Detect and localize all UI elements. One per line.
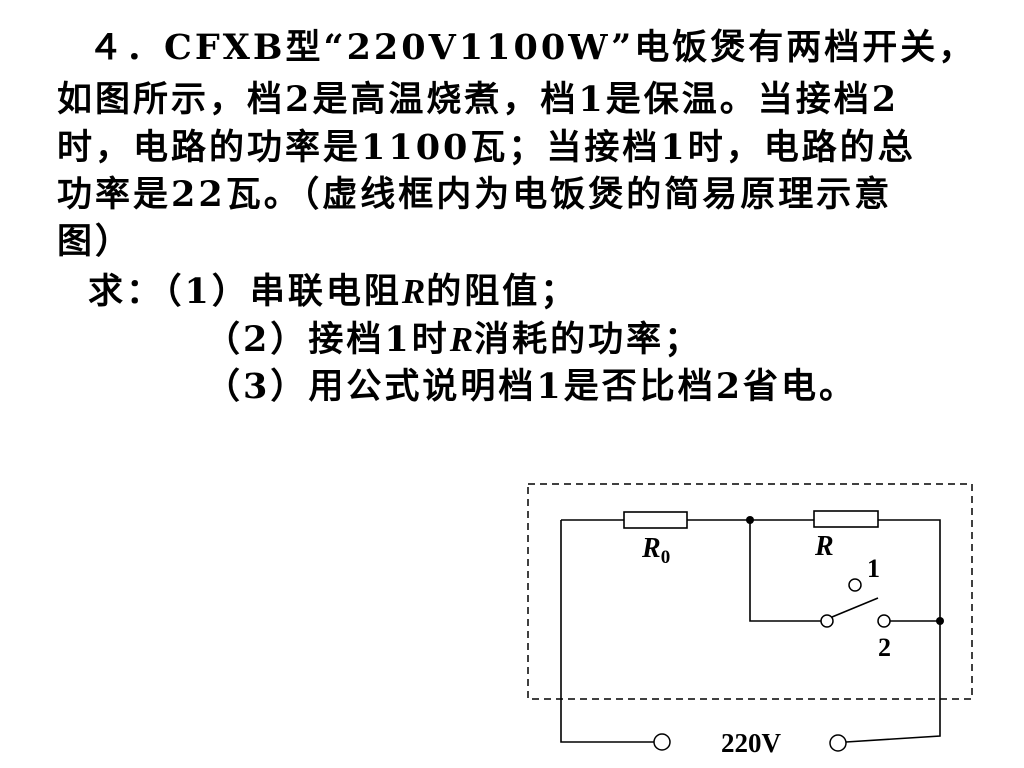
junction-dot bbox=[746, 516, 754, 524]
question-1-variable: R bbox=[401, 272, 427, 311]
problem-line-3: 时，电路的功率是1100瓦；当接档1时，电路的总 bbox=[57, 127, 916, 168]
question-1-text-after: 的阻值； bbox=[426, 271, 579, 312]
terminal-right bbox=[829, 734, 847, 752]
wire-top-right bbox=[878, 519, 941, 621]
switch-blade bbox=[831, 597, 879, 618]
label-r0: R0 bbox=[641, 533, 670, 568]
problem-line-4: 功率是22瓦。（虚线框内为电饭煲的简易原理示意 bbox=[57, 174, 893, 215]
junction-dot bbox=[936, 617, 944, 625]
question-2: （2）接档1时R消耗的功率； bbox=[205, 318, 702, 362]
wire-right bbox=[845, 621, 941, 743]
resistor-r0 bbox=[623, 511, 688, 529]
problem-line-2: 如图所示，档2是高温烧煮，档1是保温。当接档2 bbox=[57, 79, 900, 120]
terminal-left bbox=[653, 733, 671, 751]
label-r0-letter: R bbox=[641, 533, 661, 564]
question-2-variable: R bbox=[449, 320, 475, 359]
contact-2 bbox=[877, 614, 891, 628]
question-2-text-after: 消耗的功率； bbox=[474, 319, 703, 360]
label-contact-2: 2 bbox=[878, 633, 891, 662]
contact-1 bbox=[848, 578, 862, 592]
problem-line-5: 图） bbox=[57, 221, 134, 262]
question-1: 求：（1）串联电阻R的阻值； bbox=[88, 270, 578, 314]
label-contact-1: 1 bbox=[867, 554, 880, 583]
wire-left bbox=[560, 520, 654, 743]
question-1-text-before: 求：（1）串联电阻 bbox=[88, 271, 402, 312]
label-r: R bbox=[814, 531, 834, 562]
question-2-text-before: （2）接档1时 bbox=[205, 319, 450, 360]
resistor-r bbox=[813, 510, 879, 528]
wire-bypass-branch bbox=[749, 520, 821, 622]
dashed-boundary bbox=[527, 483, 973, 700]
problem-line-1: ４．CFXB型“220V1100W”电饭煲有两档开关， bbox=[88, 27, 977, 68]
question-3: （3）用公式说明档1是否比档2省电。 bbox=[205, 366, 858, 407]
label-r0-subscript: 0 bbox=[661, 547, 671, 568]
switch-pivot bbox=[820, 614, 834, 628]
label-supply-voltage: 220V bbox=[721, 728, 782, 758]
